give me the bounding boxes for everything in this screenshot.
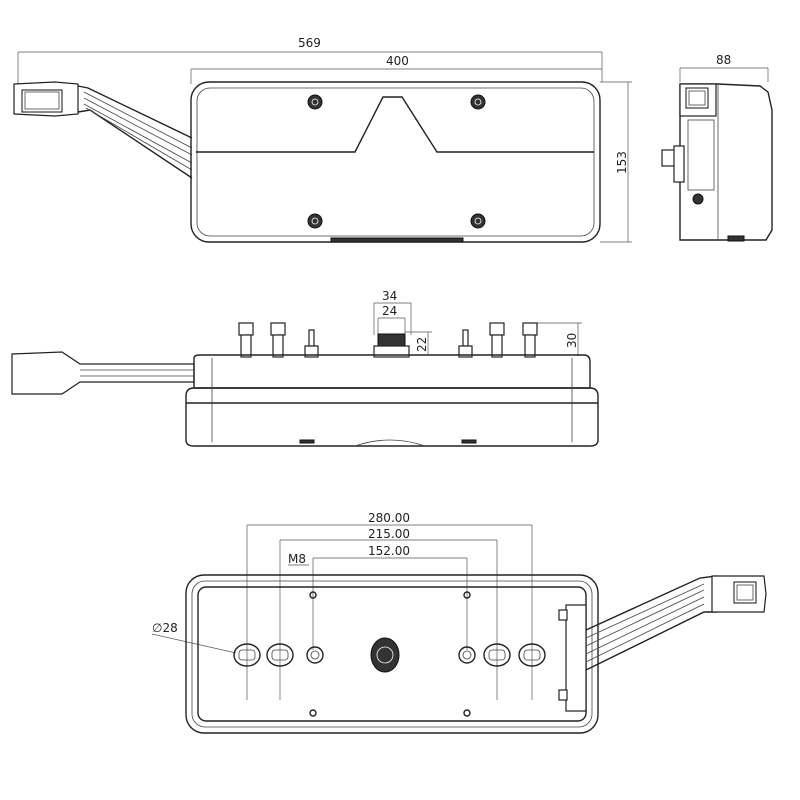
dim-22: 22 (415, 337, 429, 352)
dim-280: 280.00 (368, 511, 410, 525)
lamp-housing-front (190, 81, 601, 243)
dim-34: 34 (382, 289, 397, 303)
label-m8: M8 (288, 552, 306, 566)
dim-569: 569 (298, 36, 321, 50)
mounting-bolt-icons (307, 94, 486, 229)
front-view: 569 400 153 88 (13, 36, 773, 243)
dim-88: 88 (716, 53, 731, 67)
dim-24: 24 (382, 304, 397, 318)
label-diameter-28: ∅28 (152, 621, 178, 635)
dim-400: 400 (386, 54, 409, 68)
connector-sockets (233, 637, 546, 673)
dim-30: 30 (565, 333, 579, 348)
connector-studs (238, 322, 538, 358)
top-plan-view: 34 24 22 30 (11, 289, 599, 447)
dim-215: 215.00 (368, 527, 410, 541)
dim-152: 152.00 (368, 544, 410, 558)
side-view (661, 83, 773, 242)
lamp-housing-rear (185, 574, 599, 734)
dim-153: 153 (615, 151, 629, 174)
rear-view: 280.00 215.00 152.00 M8 ∅28 (151, 511, 767, 734)
